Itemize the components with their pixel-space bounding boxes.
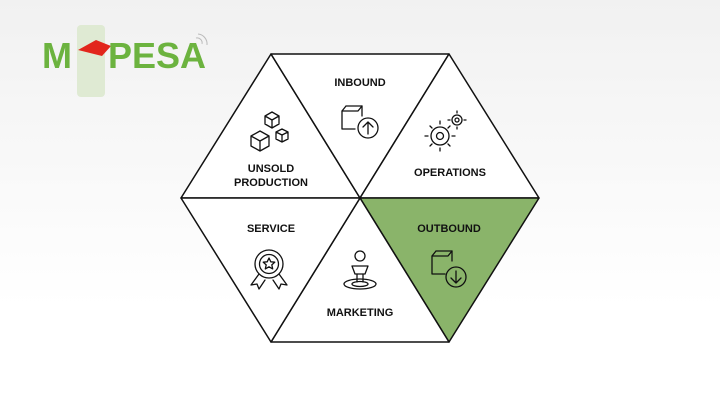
person-target-icon <box>343 250 377 290</box>
label-marketing: MARKETING <box>327 307 394 319</box>
label-unsold-line2: PRODUCTION <box>234 177 308 189</box>
logo-accent-shape <box>78 40 111 56</box>
hexagon <box>180 53 540 343</box>
box-arrow-down-icon <box>431 250 467 288</box>
gears-icon <box>424 110 467 152</box>
label-outbound: OUTBOUND <box>417 223 481 235</box>
logo-phone-shape <box>77 25 105 97</box>
award-ribbon-icon <box>250 249 288 290</box>
logo-signal-icon <box>195 33 208 46</box>
box-arrow-up-icon <box>341 105 379 139</box>
label-operations: OPERATIONS <box>414 167 486 179</box>
boxes-icon <box>250 111 289 152</box>
logo-text-right: PESA <box>108 35 206 76</box>
segment-labels: UNSOLD PRODUCTION INBOUND OPERATIONS OUT… <box>234 77 486 319</box>
mpesa-logo: M PESA <box>42 25 208 97</box>
label-service: SERVICE <box>247 223 295 235</box>
segment-service[interactable] <box>180 197 361 343</box>
logo-text-left: M <box>42 35 72 76</box>
label-inbound: INBOUND <box>334 77 385 89</box>
label-unsold-line1: UNSOLD <box>248 163 295 175</box>
